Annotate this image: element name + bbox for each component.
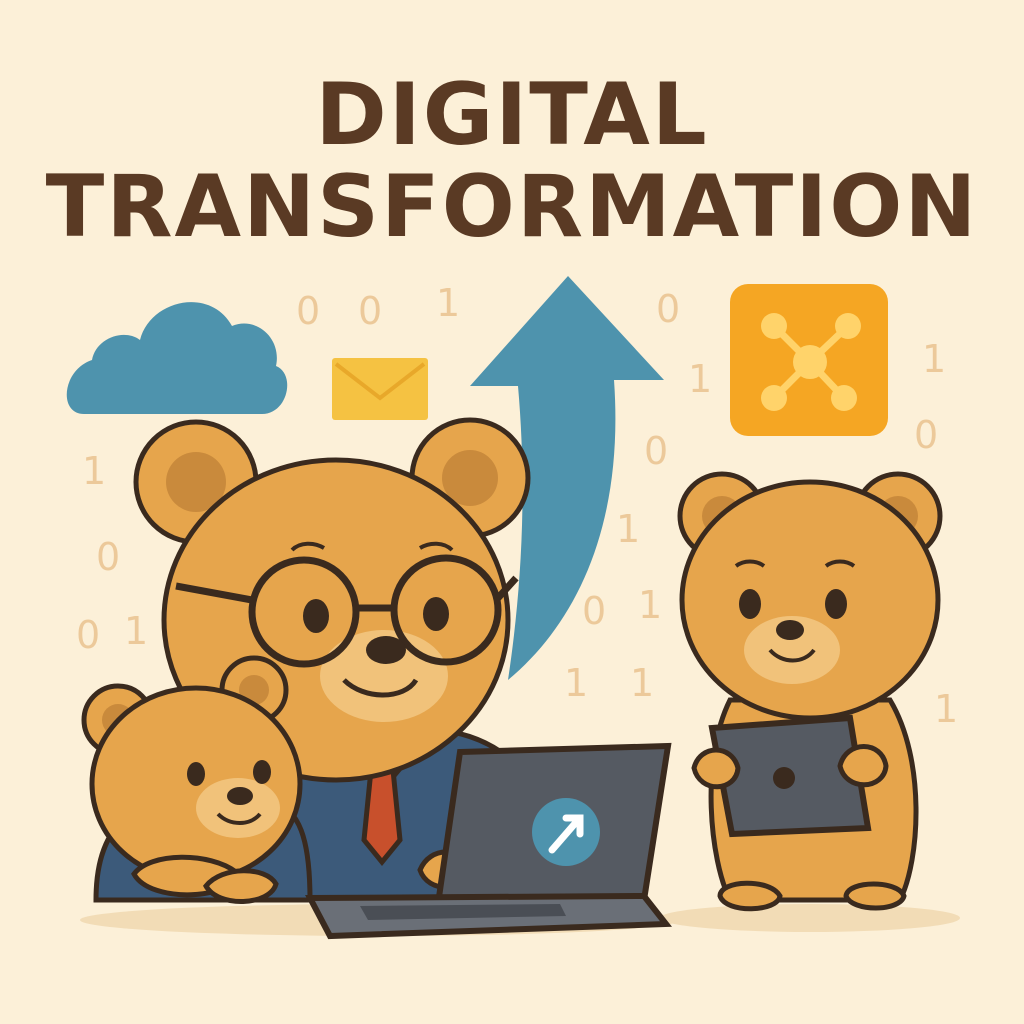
tablet-icon [708,714,872,838]
small-bear [81,655,313,904]
binary-digit: 1 [616,507,641,551]
binary-digit: 1 [564,661,589,705]
laptop-play-icon [532,798,600,866]
binary-digit: 0 [296,289,321,333]
growth-arrow-icon [470,276,664,680]
binary-digit: 0 [644,429,669,473]
title-line-1: DIGITAL [315,65,709,165]
cloud-icon [66,302,288,414]
standing-bear [677,471,943,912]
binary-digit: 1 [630,661,655,705]
binary-digit: 1 [124,609,149,653]
binary-digit: 0 [582,589,607,633]
binary-digit: 0 [358,289,383,333]
binary-digit: 1 [934,687,959,731]
binary-digit: 1 [82,449,107,493]
binary-digit: 0 [914,413,939,457]
binary-digit: 1 [688,357,713,401]
binary-digit: 0 [96,535,121,579]
envelope-icon [332,358,428,420]
binary-digit: 1 [436,281,461,325]
laptop [305,742,673,940]
network-icon [730,284,888,436]
binary-digit: 0 [656,287,681,331]
binary-digit: 0 [76,613,101,657]
title-line-2: TRANSFORMATION [45,157,979,257]
binary-digit: 1 [638,583,663,627]
binary-digit: 1 [922,337,947,381]
